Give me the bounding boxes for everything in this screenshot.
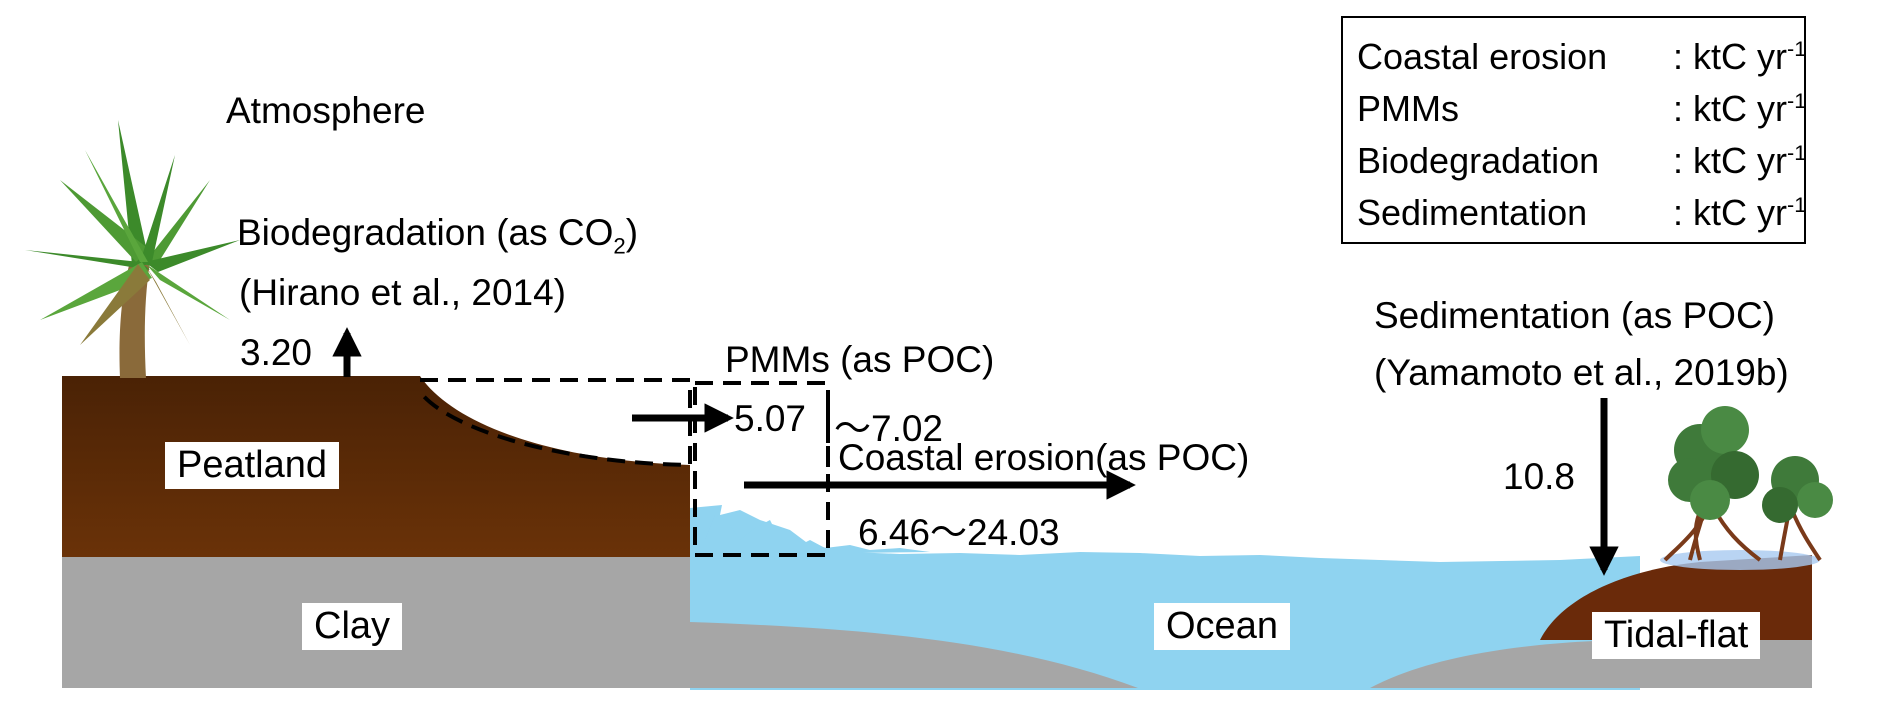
wave-crest — [690, 515, 930, 555]
clay-label: Clay — [302, 603, 403, 650]
sedimentation-title: Sedimentation (as POC) — [1374, 295, 1776, 336]
legend-unit: : ktC yr-1 — [1673, 88, 1807, 129]
ocean-label: Ocean — [1154, 603, 1290, 650]
sedimentation-citation: (Yamamoto et al., 2019b) — [1374, 352, 1789, 393]
biodegradation-title: Biodegradation (as CO2) — [237, 212, 639, 259]
coastal-erosion-title: Coastal erosion(as POC) — [838, 437, 1250, 478]
peatland-label: Peatland — [165, 442, 340, 489]
palm-tree-icon — [25, 120, 240, 378]
legend-item: Coastal erosion — [1357, 36, 1608, 77]
tidal-flat-label: Tidal-flat — [1592, 612, 1761, 659]
legend-unit: : ktC yr-1 — [1673, 140, 1807, 181]
atmosphere-label: Atmosphere — [226, 90, 426, 131]
legend-unit: : ktC yr-1 — [1673, 192, 1807, 233]
mangrove-icon — [1660, 406, 1833, 570]
eroded-peat-outline — [418, 378, 692, 468]
pmms-value-low: 5.07 — [734, 398, 807, 439]
legend-unit: : ktC yr-1 — [1673, 36, 1807, 77]
pmms-title: PMMs (as POC) — [725, 339, 995, 380]
legend-item: Biodegradation — [1357, 140, 1600, 181]
biodegradation-value: 3.20 — [240, 332, 313, 373]
units-legend: Coastal erosion PMMs Biodegradation Sedi… — [1341, 16, 1806, 244]
clay-layer — [62, 557, 1138, 688]
biodegradation-citation: (Hirano et al., 2014) — [239, 272, 567, 313]
sedimentation-value: 10.8 — [1503, 456, 1576, 497]
legend-item: PMMs — [1357, 88, 1459, 129]
pmms-value-high: ～7.02 — [834, 408, 944, 449]
pmms-dashed-box — [693, 381, 830, 557]
peat-layer — [62, 376, 690, 557]
legend-item: Sedimentation — [1357, 192, 1588, 233]
coastal-erosion-value: 6.46～24.03 — [858, 512, 1060, 553]
